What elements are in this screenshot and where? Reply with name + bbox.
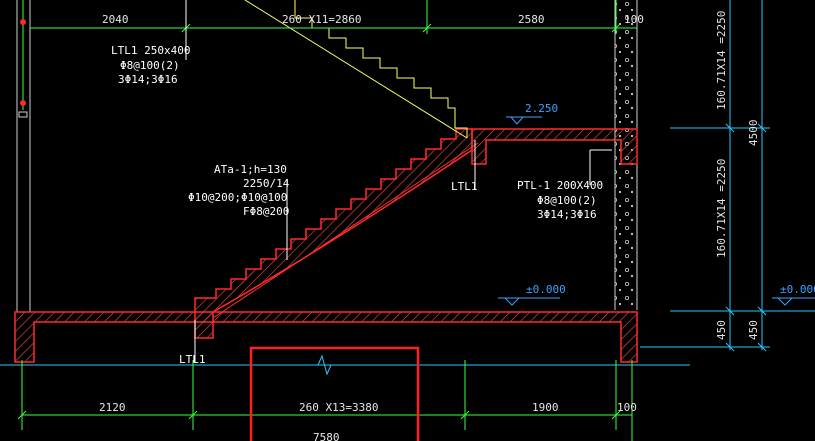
dim-bottom-right: 1900	[532, 401, 559, 414]
dim-vertical-upper: 160.71X14 =2250	[715, 11, 728, 110]
dim-vertical-base-right: 450	[747, 320, 760, 340]
landing-slab	[471, 128, 638, 165]
level-floor: ±0.000	[526, 283, 566, 296]
level-triangle-icon	[498, 297, 560, 306]
stair-slab-dist: FΦ8@200	[243, 205, 289, 218]
vertical-dimension-lines	[640, 0, 815, 352]
dim-vertical-lower: 160.71X14 =2250	[715, 159, 728, 258]
left-edge-rail	[16, 0, 31, 312]
break-symbol-icon	[300, 354, 350, 376]
slab-reinforcement-line	[212, 142, 479, 319]
level-triangle-icon	[772, 297, 815, 306]
level-markers	[498, 116, 815, 306]
highlight-selection-box[interactable]	[249, 346, 420, 441]
grid-marker-icon	[20, 19, 26, 25]
platform-beam-bars: 3Φ14;3Φ16	[537, 208, 597, 221]
dim-top-right: 2580	[518, 13, 545, 26]
dim-vertical-total: 4500	[747, 120, 760, 147]
stair-slab-title: ATa-1;h=130	[214, 163, 287, 176]
label-ltl1-bottom: LTL1	[179, 353, 206, 366]
leader-lines	[185, 0, 612, 362]
dim-top-left: 2040	[102, 13, 129, 26]
dim-bottom-middle: 260 X13=3380	[299, 401, 378, 414]
platform-beam-stirrup: Φ8@100(2)	[537, 194, 597, 207]
stair-slab-main: Φ10@200;Φ10@100	[188, 191, 287, 204]
level-triangle-icon	[506, 116, 542, 125]
dim-top-middle: 260 X11=2860	[282, 13, 361, 26]
dim-vertical-base-left: 450	[715, 320, 728, 340]
lower-flight	[194, 128, 473, 339]
stair-slab-rise: 2250/14	[243, 177, 290, 190]
grid-marker-icon	[20, 100, 26, 106]
dim-bottom-edge: 100	[617, 401, 637, 414]
level-outer: ±0.000	[780, 283, 815, 296]
drawing-annotations: 2040 260 X11=2860 2580 100 LTL1 250x400 …	[99, 11, 815, 441]
label-ltl1-right: LTL1	[451, 180, 478, 193]
stair-structure	[14, 128, 638, 363]
dim-bottom-total: 7580	[313, 431, 340, 441]
dim-top-edge: 100	[624, 13, 644, 26]
floor-slab	[14, 311, 638, 363]
level-landing: 2.250	[525, 102, 558, 115]
beam-ltl1-stirrup: Φ8@100(2)	[120, 59, 180, 72]
beam-ltl1-bars: 3Φ14;3Φ16	[118, 73, 178, 86]
dimension-ticks	[17, 23, 621, 420]
platform-beam-title: PTL-1 200X400	[517, 179, 603, 192]
dim-bottom-left: 2120	[99, 401, 126, 414]
beam-ltl1-title: LTL1 250x400	[111, 44, 190, 57]
